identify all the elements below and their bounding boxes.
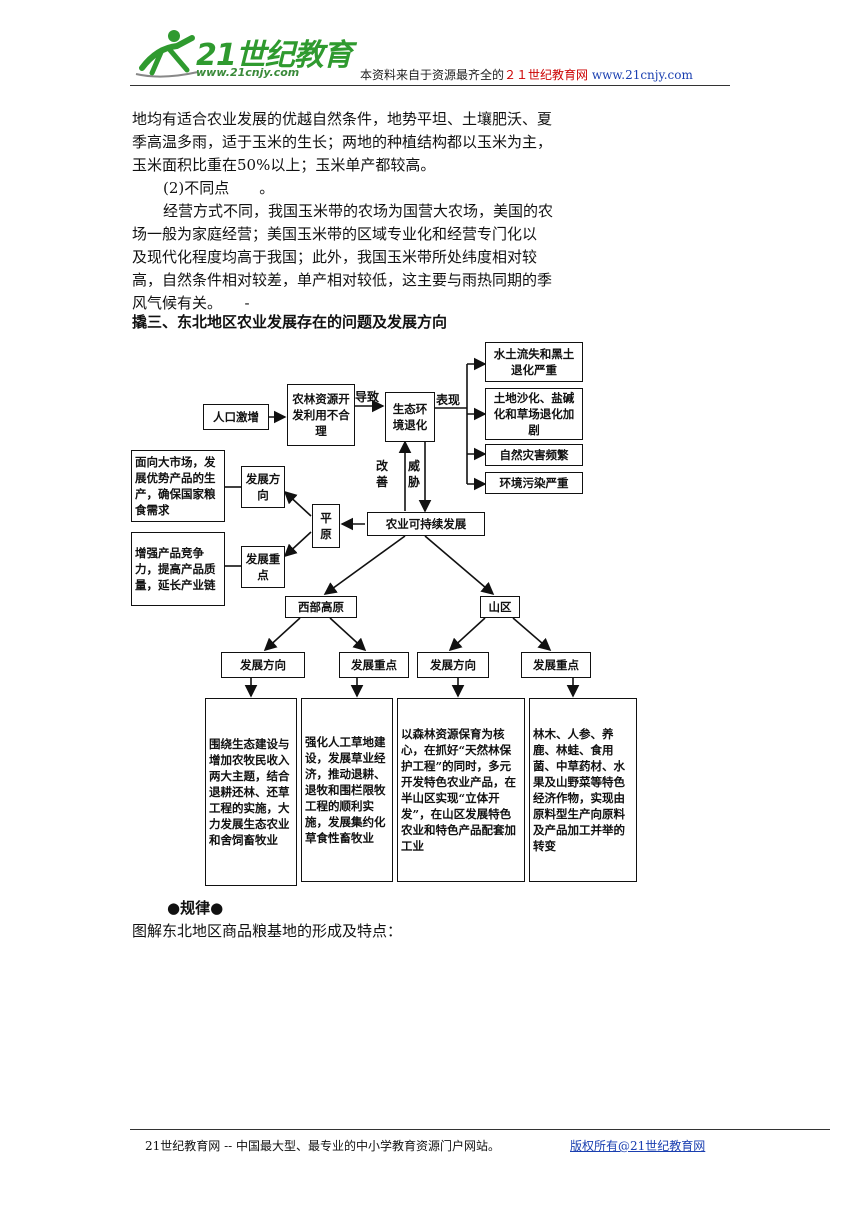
header-divider	[130, 85, 730, 86]
effect-box-3: 自然灾害频繁	[485, 444, 583, 466]
tagline-site[interactable]: ２１世纪教育网	[504, 68, 589, 82]
footer-text: 21世纪教育网 -- 中国最大型、最专业的中小学教育资源门户网站。	[145, 1139, 501, 1153]
plain-dir-label-box: 发展方向	[241, 466, 285, 508]
west-key-label-box: 发展重点	[339, 652, 409, 678]
body-line-6: 场一般为家庭经营；美国玉米带的区域专业化和经营专门化以	[132, 225, 538, 243]
eco-box: 生态环境退化	[385, 392, 435, 442]
section-title: 撬三、东北地区农业发展存在的问题及发展方向	[132, 313, 448, 331]
footer-copyright-link[interactable]: 版权所有@21世纪教育网	[570, 1139, 706, 1153]
diagram-connectors	[225, 357, 580, 698]
body-line-4: (2)不同点 。	[163, 179, 275, 197]
body-line-3: 玉米面积比重在50%以上；玉米单产都较高。	[132, 156, 436, 174]
rule-description: 图解东北地区商品粮基地的形成及特点：	[132, 922, 403, 940]
mtn-dir-label-box: 发展方向	[417, 652, 489, 678]
arrow-show-label: 表现	[436, 393, 461, 407]
body-line-5: 经营方式不同，我国玉米带的农场为国营大农场，美国的农	[163, 202, 554, 220]
balance-box: 平原	[312, 504, 340, 548]
plain-dir-text-box: 面向大市场，发展优势产品的生产，确保国家粮食需求	[131, 450, 225, 522]
effect-box-1: 水土流失和黑土退化严重	[485, 342, 583, 382]
flow-diagram: 人口激增 农林资源开发利用不合理 导致 生态环境退化 表现 水土流失和黑土退化严…	[125, 336, 640, 888]
sustainable-box: 农业可持续发展	[367, 512, 485, 536]
effect-box-2: 土地沙化、盐碱化和草场退化加剧	[485, 388, 583, 440]
misuse-box: 农林资源开发利用不合理	[287, 384, 355, 446]
body-line-1: 地均有适合农业发展的优越自然条件，地势平坦、土壤肥沃、夏	[132, 110, 553, 128]
body-line-7: 及现代化程度均高于我国；此外，我国玉米带所处纬度相对较	[132, 248, 538, 266]
west-dir-label-box: 发展方向	[221, 652, 305, 678]
plain-key-text-box: 增强产品竞争力，提高产品质量，延长产业链	[131, 532, 225, 606]
mtn-dir-text-box: 以森林资源保育为核心，在抓好“天然林保护工程”的同时，多元开发特色农业产品，在半…	[397, 698, 525, 882]
runner-logo-icon	[135, 30, 199, 78]
improve-label: 改善	[375, 459, 388, 489]
mtn-key-label-box: 发展重点	[521, 652, 591, 678]
mtn-key-text-box: 林木、人参、养鹿、林蛙、食用菌、中草药材、水果及山野菜等特色经济作物，实现由原料…	[529, 698, 637, 882]
west-plateau-box: 西部高原	[285, 596, 357, 618]
header-tagline: 本资料来自于资源最齐全的２１世纪教育网 www.21cnjy.com	[360, 66, 693, 83]
effect-box-4: 环境污染严重	[485, 472, 583, 494]
threat-label: 威胁	[407, 459, 420, 489]
body-line-9: 风气候有关。 -	[132, 294, 250, 312]
west-key-text-box: 强化人工草地建设，发展草业经济，推动退耕、退牧和围栏限牧工程的顺利实施，发展集约…	[301, 698, 393, 882]
mountain-box: 山区	[480, 596, 520, 618]
body-line-2: 季高温多雨，适于玉米的生长；两地的种植结构都以玉米为主，	[132, 133, 553, 151]
tagline-prefix: 本资料来自于资源最齐全的	[360, 68, 505, 82]
arrow-lead-label: 导致	[355, 390, 380, 404]
tagline-url[interactable]: www.21cnjy.com	[591, 68, 693, 82]
footer-divider	[130, 1129, 830, 1130]
population-box: 人口激增	[203, 404, 269, 430]
logo-url: www.21cnjy.com	[196, 66, 300, 79]
logo-title: 21世纪教育	[196, 38, 353, 73]
west-dir-text-box: 围绕生态建设与增加农牧民收入两大主题，结合退耕还林、还草工程的实施，大力发展生态…	[205, 698, 297, 886]
rule-heading: ●规律●	[167, 899, 224, 917]
plain-key-label-box: 发展重点	[241, 546, 285, 588]
body-line-8: 高，自然条件相对较差，单产相对较低，这主要与雨热同期的季	[132, 271, 553, 289]
